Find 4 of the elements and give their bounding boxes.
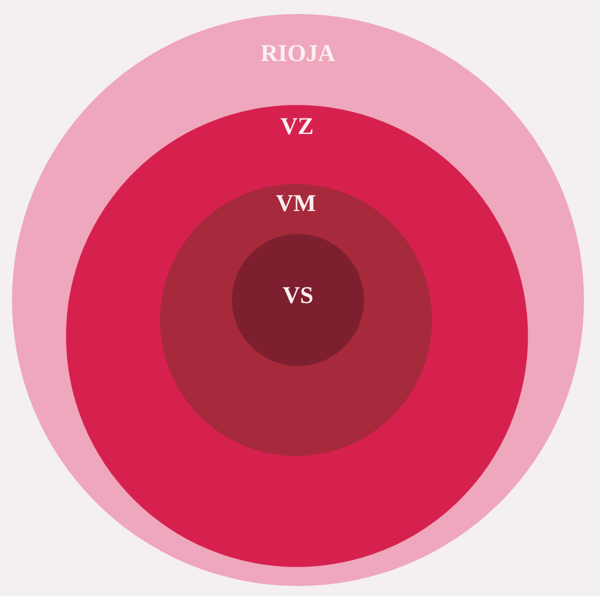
circle-label: VS (282, 284, 314, 308)
circle-label: RIOJA (260, 42, 336, 66)
circle-label: VM (276, 192, 316, 216)
circle-label: VZ (280, 115, 314, 139)
